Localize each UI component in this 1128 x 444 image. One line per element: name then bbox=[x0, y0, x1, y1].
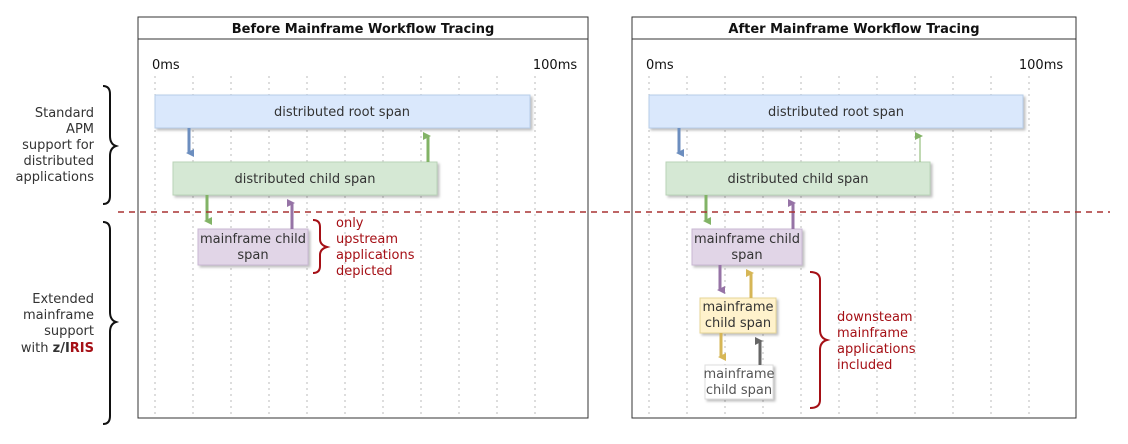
after-child-span bbox=[665, 161, 931, 196]
after-mainframe-span-1-line-2: span bbox=[731, 248, 762, 263]
after-mainframe-span-3-line-2: child span bbox=[706, 383, 772, 398]
standard-label-line-1: Standard bbox=[35, 106, 94, 121]
before-note-brace bbox=[312, 219, 331, 274]
extended-label-line-4: with z/IRIS bbox=[21, 341, 94, 356]
before-note-line-1: only bbox=[336, 216, 364, 231]
before-child-span bbox=[172, 161, 438, 196]
before-panel: Before Mainframe Workflow Tracing 0ms 10… bbox=[137, 16, 589, 419]
extended-with-text: with bbox=[21, 341, 53, 356]
after-note-line-2: mainframe bbox=[837, 326, 908, 341]
after-panel-title: After Mainframe Workflow Tracing bbox=[728, 22, 979, 37]
before-note-line-3: applications bbox=[336, 248, 415, 263]
after-root-span bbox=[648, 94, 1024, 129]
before-panel-title: Before Mainframe Workflow Tracing bbox=[232, 22, 495, 37]
left-labels: Standard APM support for distributed app… bbox=[16, 85, 120, 425]
before-mainframe-span bbox=[197, 228, 309, 266]
after-mainframe-span-2-line-2: child span bbox=[705, 316, 771, 331]
before-axis-end: 100ms bbox=[533, 58, 577, 73]
before-panel-frame bbox=[137, 16, 589, 419]
standard-label-line-2: APM bbox=[66, 122, 94, 137]
extended-label-line-2: mainframe bbox=[23, 308, 94, 323]
after-axis-start: 0ms bbox=[646, 58, 674, 73]
after-child-span-label: distributed child span bbox=[728, 172, 869, 187]
standard-label-line-3: support for bbox=[22, 138, 95, 153]
after-note-brace bbox=[809, 271, 831, 409]
before-mainframe-span-line-2: span bbox=[237, 248, 268, 263]
extended-brace bbox=[102, 221, 120, 425]
after-panel: After Mainframe Workflow Tracing 0ms 100… bbox=[631, 16, 1077, 419]
before-child-span-label: distributed child span bbox=[235, 172, 376, 187]
after-axis-end: 100ms bbox=[1019, 58, 1063, 73]
extended-label-line-1: Extended bbox=[32, 292, 94, 307]
after-mainframe-span-2-line-1: mainframe bbox=[702, 300, 773, 315]
before-note-line-4: depicted bbox=[336, 264, 393, 279]
after-mainframe-span-1-line-1: mainframe child bbox=[694, 232, 800, 247]
after-mainframe-span-1 bbox=[691, 228, 803, 266]
after-note-line-3: applications bbox=[837, 342, 916, 357]
after-mainframe-span-2 bbox=[699, 297, 777, 334]
before-root-span bbox=[154, 94, 531, 129]
standard-brace bbox=[102, 85, 120, 205]
before-mainframe-span-line-1: mainframe child bbox=[200, 232, 306, 247]
after-root-span-label: distributed root span bbox=[768, 105, 904, 120]
after-mainframe-span-3 bbox=[704, 364, 774, 400]
before-root-span-label: distributed root span bbox=[274, 105, 410, 120]
before-note-line-2: upstream bbox=[336, 232, 398, 247]
before-axis-start: 0ms bbox=[152, 58, 180, 73]
after-mainframe-span-3-line-1: mainframe bbox=[703, 367, 774, 382]
extended-label-line-3: support bbox=[44, 324, 94, 339]
after-note-line-4: included bbox=[837, 358, 892, 373]
standard-label-line-4: distributed bbox=[23, 154, 94, 169]
standard-label-line-5: applications bbox=[16, 170, 95, 185]
extended-ris-text: RIS bbox=[70, 341, 94, 356]
extended-zi-text: z/I bbox=[53, 341, 70, 356]
after-note-line-1: downsteam bbox=[837, 310, 913, 325]
